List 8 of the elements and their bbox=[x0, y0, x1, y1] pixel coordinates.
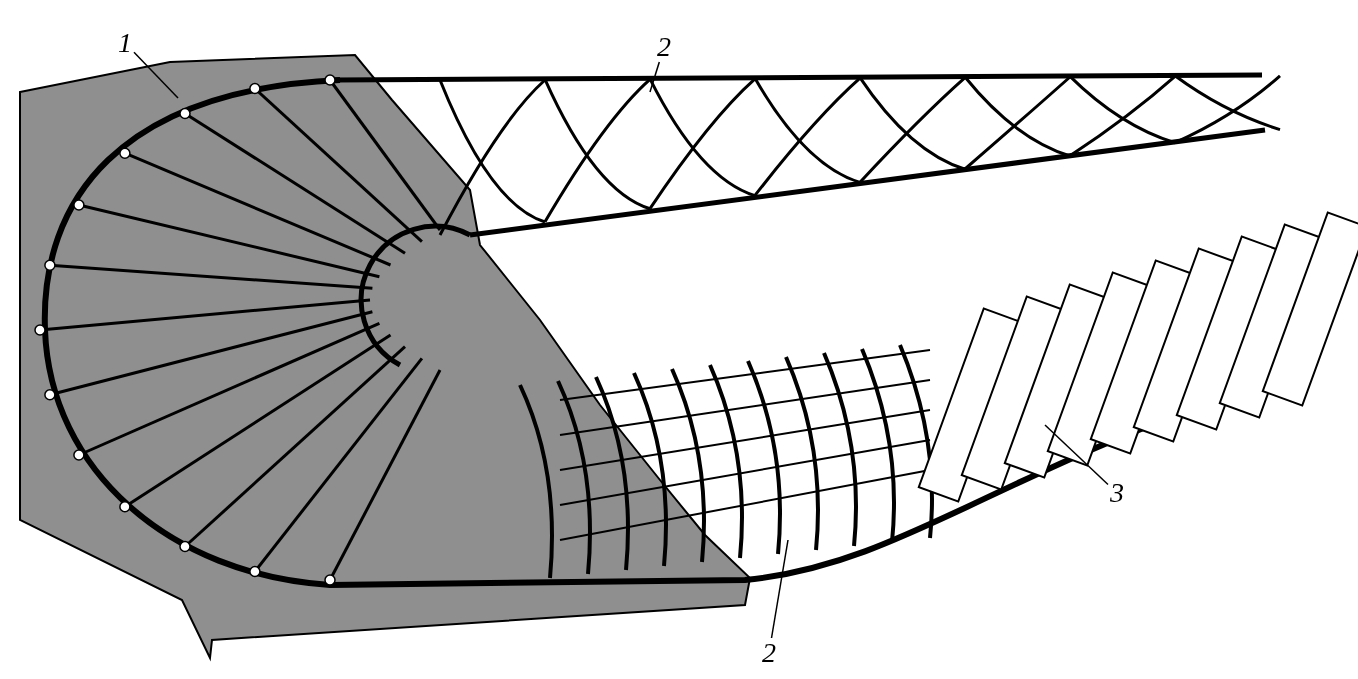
callout-number: 2 bbox=[760, 638, 778, 668]
callout-number: 3 bbox=[1108, 478, 1126, 508]
leader-line bbox=[649, 61, 661, 93]
leader-line bbox=[1044, 424, 1109, 486]
callout-number: 1 bbox=[116, 28, 134, 58]
leader-line bbox=[770, 539, 789, 639]
leader-line bbox=[133, 51, 179, 99]
callout-number: 2 bbox=[655, 32, 673, 62]
